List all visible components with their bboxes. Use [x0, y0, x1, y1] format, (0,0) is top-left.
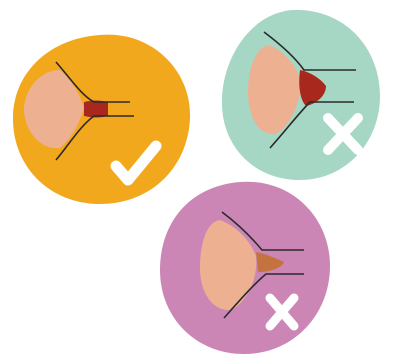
wrong-latch-circle-2 — [160, 182, 330, 354]
wrong-latch-circle-1 — [222, 10, 380, 180]
correct-latch-circle — [13, 35, 190, 204]
nipple — [84, 101, 108, 118]
